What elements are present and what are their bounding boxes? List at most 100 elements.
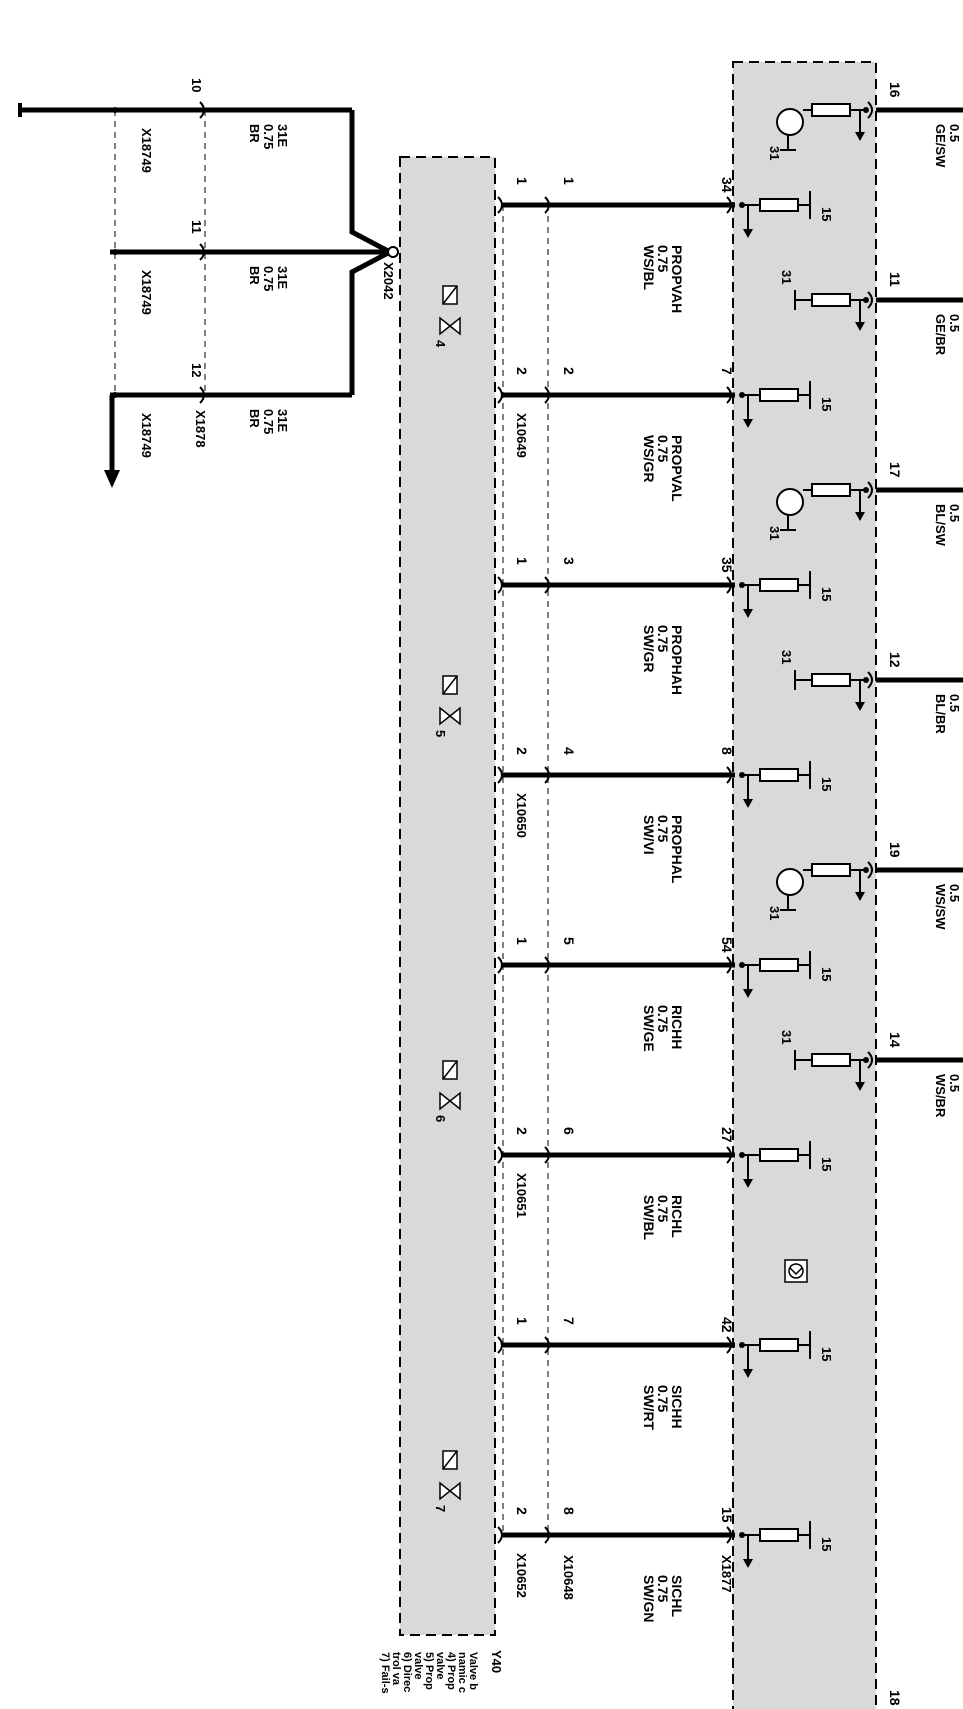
signal-label: PROPVAH: [669, 245, 685, 313]
ecu-output-color-label: GE/SW: [933, 124, 948, 168]
signal-label: 0.75: [655, 435, 671, 462]
ecu-output-pin-label: 17: [887, 462, 903, 478]
ecu-output-color-label: BL/BR: [933, 694, 948, 734]
resistor-symbol: [759, 1528, 799, 1542]
valve-pin-label: 1: [514, 1317, 530, 1325]
pin-bracket: [867, 481, 873, 499]
pin-bracket: [497, 1526, 503, 1544]
ecu-pin-label: 27: [719, 1127, 735, 1143]
footnote-line: valve: [434, 1652, 446, 1680]
ecu-output-size-label: 0.5: [947, 314, 962, 332]
pin-bracket: [867, 291, 873, 309]
transistor-icon: [776, 108, 804, 136]
solenoid-coil-icon: [442, 285, 458, 305]
signal-label: 0.75: [655, 1005, 671, 1032]
signal-label: 0.75: [655, 245, 671, 272]
pin-bracket: [544, 1336, 550, 1354]
resistor-symbol: [811, 673, 851, 687]
ecu-pin-label: 15: [719, 1507, 735, 1523]
arrow-head: [855, 1082, 865, 1091]
splice-label: X2042: [381, 262, 396, 300]
mid-pin-label: 1: [561, 177, 577, 185]
ecu-pin-label: 8: [719, 747, 735, 755]
valve-icon: [439, 316, 461, 336]
pin-bracket: [199, 243, 205, 261]
mid-pin-label: 4: [561, 747, 577, 755]
ground-arrow: [104, 470, 120, 488]
arrow-head: [855, 322, 865, 331]
node-dot: [863, 487, 869, 493]
pin-bracket: [726, 1146, 732, 1164]
supply-label: 15: [819, 397, 834, 411]
ground-wire-label: BR: [247, 409, 262, 428]
pin-bracket: [544, 766, 550, 784]
ecu-pin-label: 54: [719, 937, 735, 953]
signal-label: PROPVAL: [669, 435, 685, 502]
pin-bracket: [497, 386, 503, 404]
ecu-output-size-label: 0.5: [947, 884, 962, 902]
pin-bracket: [199, 101, 205, 119]
signal-label: RICHL: [669, 1195, 685, 1238]
pin-bracket: [726, 1526, 732, 1544]
ground-wire: [349, 110, 392, 395]
ground-pin-label: 12: [189, 363, 204, 377]
ground-pin-label: 11: [189, 220, 204, 234]
node-dot: [863, 677, 869, 683]
valve-icon: [439, 1481, 461, 1501]
ecu-output-color-label: BL/SW: [933, 504, 948, 547]
ground-label: 31: [779, 1030, 794, 1044]
supply-label: 15: [819, 967, 834, 981]
pin-bracket: [544, 1526, 550, 1544]
valve-pin-label: 2: [514, 747, 530, 755]
resistor-symbol: [811, 483, 851, 497]
valve-pin-label: 2: [514, 1127, 530, 1135]
mid-pin-label: 7: [561, 1317, 577, 1325]
resistor-symbol: [759, 198, 799, 212]
ecu-output-color-label: WS/SW: [933, 884, 948, 930]
arrow-head: [743, 799, 753, 808]
valve-pin-label: 2: [514, 1507, 530, 1515]
signal-label: SW/RT: [641, 1385, 657, 1431]
signal-label: 0.75: [655, 1195, 671, 1222]
pin-bracket: [544, 196, 550, 214]
footnote-line: 6) Direc: [401, 1652, 413, 1692]
ground-label: 31: [779, 270, 794, 284]
pin-bracket: [497, 956, 503, 974]
signal-label: 0.75: [655, 815, 671, 842]
ground-wire-label: 31E: [275, 266, 290, 289]
ecu-output-pin-label: 19: [887, 842, 903, 858]
ground-connector-label: X18749: [139, 413, 154, 458]
valve-connector-label: X10650: [514, 793, 529, 838]
arrow-head: [855, 132, 865, 141]
mid-pin-label: 3: [561, 557, 577, 565]
supply-label: 15: [819, 1537, 834, 1551]
footnote-line: 7) Fail-s: [379, 1652, 391, 1694]
valve-pin-label: 1: [514, 937, 530, 945]
arrow-head: [743, 229, 753, 238]
solenoid-coil-icon: [442, 1060, 458, 1080]
ground-wire-label: 0.75: [261, 266, 276, 291]
pin-bracket: [544, 386, 550, 404]
ecu-output-pin-label: 14: [887, 1032, 903, 1048]
node-dot: [739, 1532, 745, 1538]
signal-label: SW/GN: [641, 1575, 657, 1622]
footnote-line: 4) Prop: [445, 1652, 457, 1690]
valve-block-id: Y40: [489, 1650, 504, 1673]
resistor-symbol: [811, 293, 851, 307]
ground-wire-label: 0.75: [261, 124, 276, 149]
footnote-line: valve: [412, 1652, 424, 1680]
resistor-symbol: [759, 578, 799, 592]
resistor-symbol: [759, 1338, 799, 1352]
ecu-pin-label: 35: [719, 557, 735, 573]
solenoid-coil-icon: [442, 1450, 458, 1470]
pin-bracket: [867, 101, 873, 119]
signal-label: RICHH: [669, 1005, 685, 1049]
signal-label: SICHL: [669, 1575, 685, 1617]
ecu-pin-label: 42: [719, 1317, 735, 1333]
pin-bracket: [497, 196, 503, 214]
ecu-output-size-label: 0.5: [947, 504, 962, 522]
pin-bracket: [726, 1336, 732, 1354]
ecu-output-pin-label: 12: [887, 652, 903, 668]
valve-block-box: [399, 156, 496, 1636]
resistor-symbol: [759, 768, 799, 782]
